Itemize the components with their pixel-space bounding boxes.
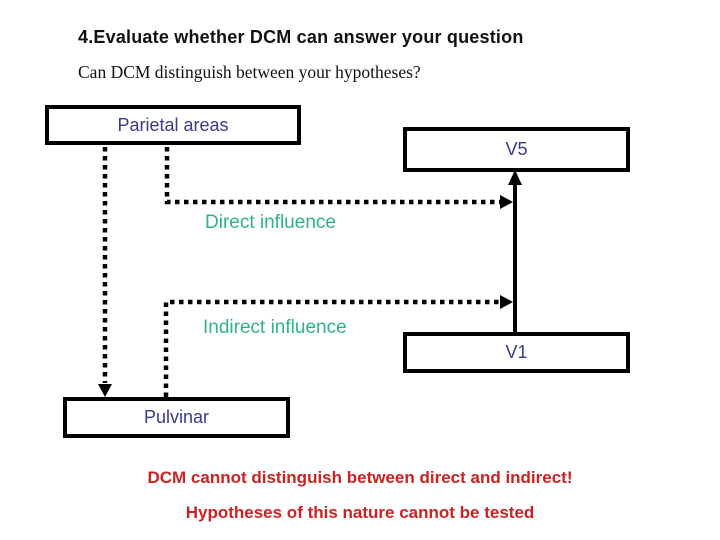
node-parietal-areas-label: Parietal areas — [117, 114, 229, 135]
node-v5: V5 — [403, 127, 630, 172]
v1-to-v5-arrow — [508, 170, 522, 333]
direct-influence-label: Direct influence — [205, 212, 336, 233]
node-parietal-areas: Parietal areas — [45, 105, 301, 145]
node-pulvinar-label: Pulvinar — [143, 407, 210, 427]
node-v1-label: V1 — [505, 342, 528, 362]
direct-influence-arrow — [164, 147, 513, 209]
indirect-influence-arrow — [163, 295, 513, 397]
slide-title: 4.Evaluate whether DCM can answer your q… — [78, 27, 524, 47]
indirect-influence-label: Indirect influence — [203, 317, 347, 338]
conclusion-line-1: DCM cannot distinguish between direct an… — [147, 468, 573, 487]
parietal-to-pulvinar-arrow — [98, 147, 112, 397]
node-v5-label: V5 — [505, 139, 528, 159]
conclusion-line-2: Hypotheses of this nature cannot be test… — [185, 503, 535, 522]
slide-subtitle: Can DCM distinguish between your hypothe… — [78, 62, 421, 82]
node-v1: V1 — [403, 332, 630, 373]
node-pulvinar: Pulvinar — [63, 397, 290, 438]
